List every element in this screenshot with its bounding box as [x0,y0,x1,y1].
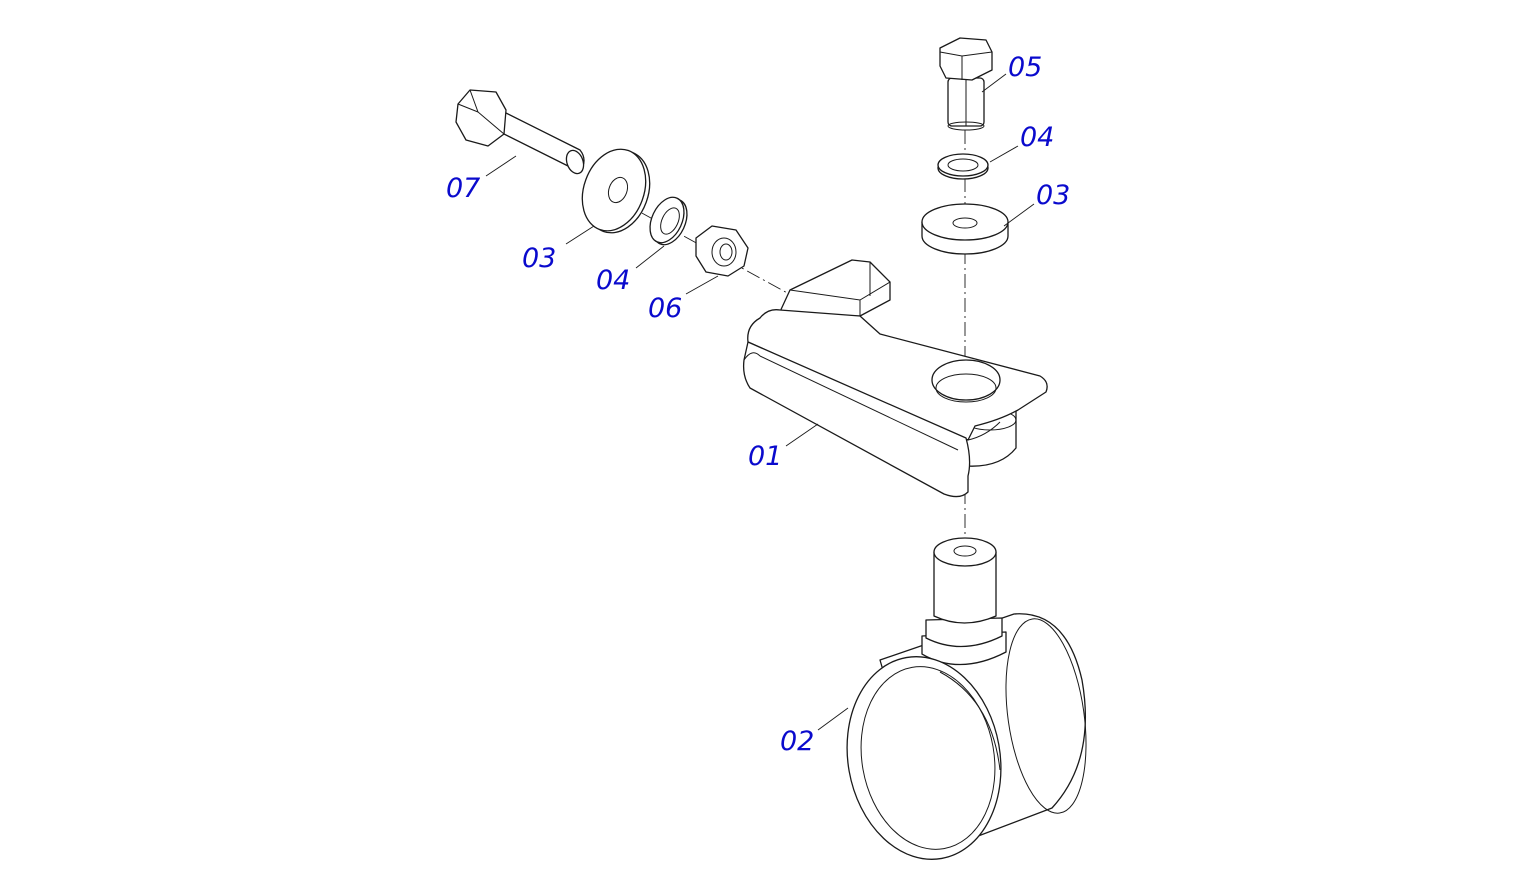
callout-03-right: 03 [1036,180,1070,211]
callout-07: 07 [446,173,480,204]
horizontal-hex-bolt [455,89,585,175]
callout-06: 06 [648,293,682,324]
flat-washer-right [921,203,1009,255]
leader-lines [485,73,1035,731]
callouts: 05 04 03 07 03 04 06 01 02 [446,52,1070,757]
callout-05: 05 [1008,52,1042,83]
hex-nut [695,225,749,277]
callout-02: 02 [780,726,814,757]
callout-03-left: 03 [522,243,556,274]
lock-washer-right [937,153,989,180]
callout-01: 01 [748,441,782,472]
pipe-saddle [846,537,1087,860]
callout-04-left: 04 [596,265,630,296]
vertical-hex-bolt [939,37,993,131]
lock-washer-left [649,196,688,246]
callout-04-right: 04 [1020,122,1054,153]
flat-washer-left [581,148,651,234]
bracket [742,259,1048,498]
